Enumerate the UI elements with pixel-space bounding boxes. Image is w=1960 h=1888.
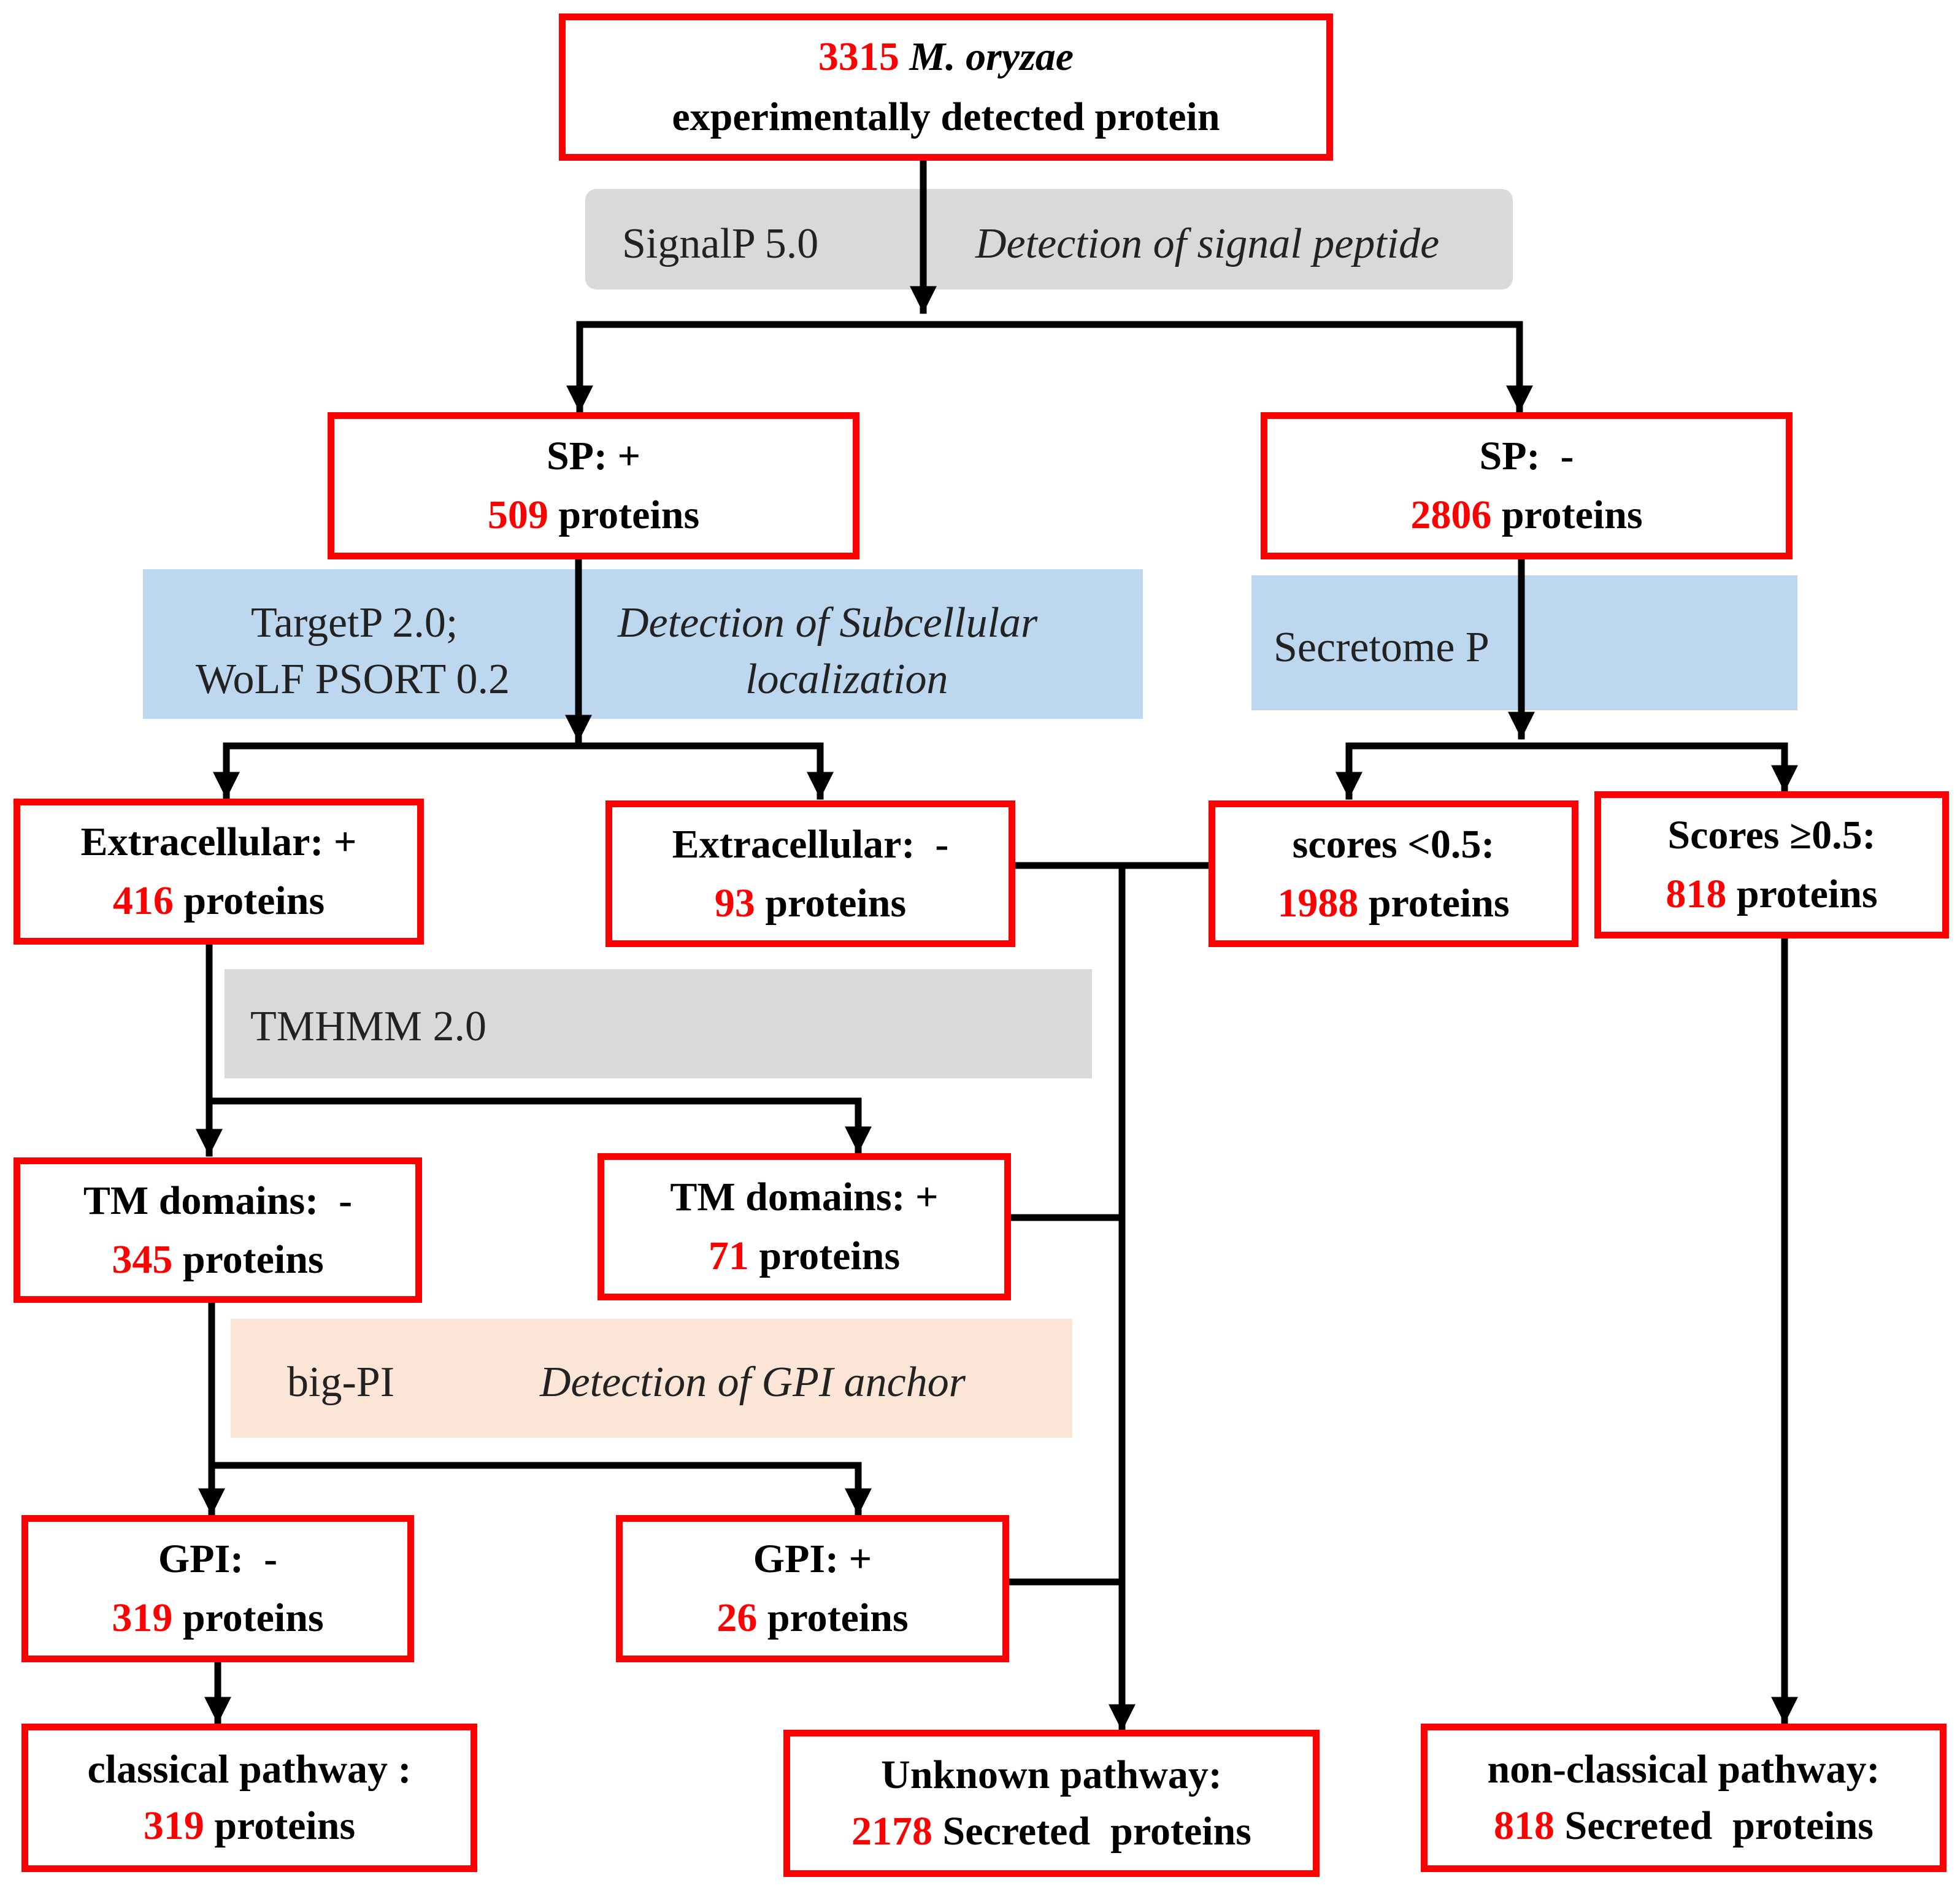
sp-positive-label: SP: + bbox=[546, 434, 641, 478]
targetp-tool-name-line1: TargetP 2.0; bbox=[251, 599, 458, 647]
unknown-pathway-box: Unknown pathway: 2178 Secreted proteins bbox=[783, 1730, 1320, 1877]
nonclassical-pathway-box: non-classical pathway: 818 Secreted prot… bbox=[1421, 1724, 1947, 1872]
tm-positive-label: TM domains: + bbox=[670, 1175, 939, 1219]
nonclassical-pathway-label: non-classical pathway: bbox=[1487, 1747, 1880, 1792]
gpi-negative-box: GPI: - 319 proteins bbox=[21, 1515, 414, 1662]
extracellular-negative-unit: proteins bbox=[765, 880, 907, 926]
bigpi-tool-description: Detection of GPI anchor bbox=[540, 1359, 966, 1406]
targetp-band: TargetP 2.0; WoLF PSORT 0.2 Detection of… bbox=[143, 569, 1143, 719]
sp-negative-box: SP: - 2806 proteins bbox=[1261, 412, 1793, 559]
signalp-band: SignalP 5.0 Detection of signal peptide bbox=[585, 189, 1513, 290]
bigpi-band: big-PI Detection of GPI anchor bbox=[231, 1319, 1072, 1438]
gpi-negative-label: GPI: - bbox=[158, 1537, 278, 1581]
targetp-tool-name-line2: WoLF PSORT 0.2 bbox=[196, 656, 510, 703]
extracellular-negative-count: 93 bbox=[714, 880, 755, 926]
extracellular-negative-box: Extracellular: - 93 proteins bbox=[605, 800, 1015, 947]
tm-negative-unit: proteins bbox=[182, 1237, 324, 1282]
classical-pathway-label: classical pathway : bbox=[87, 1747, 412, 1792]
tmhmm-band: TMHMM 2.0 bbox=[225, 969, 1092, 1078]
root-species: M. oryzae bbox=[909, 34, 1074, 79]
score-low-count: 1988 bbox=[1277, 880, 1359, 926]
tm-negative-count: 345 bbox=[112, 1237, 173, 1282]
classical-pathway-unit: proteins bbox=[214, 1803, 356, 1848]
gpi-positive-label: GPI: + bbox=[753, 1537, 872, 1581]
unknown-pathway-unit: Secreted proteins bbox=[942, 1809, 1251, 1854]
score-low-unit: proteins bbox=[1368, 880, 1510, 926]
sp-positive-unit: proteins bbox=[558, 493, 700, 537]
bigpi-tool-name: big-PI bbox=[287, 1359, 394, 1406]
extracellular-positive-unit: proteins bbox=[183, 878, 325, 923]
root-box: 3315 M. oryzae experimentally detected p… bbox=[559, 13, 1333, 161]
tm-positive-count: 71 bbox=[708, 1234, 749, 1278]
nonclassical-pathway-count: 818 bbox=[1494, 1803, 1555, 1848]
extracellular-positive-count: 416 bbox=[112, 878, 174, 923]
signalp-tool-name: SignalP 5.0 bbox=[622, 220, 819, 267]
score-high-label: Scores ≥0.5: bbox=[1667, 813, 1876, 858]
nonclassical-pathway-unit: Secreted proteins bbox=[1564, 1803, 1874, 1848]
score-high-box: Scores ≥0.5: 818 proteins bbox=[1594, 791, 1949, 938]
tm-negative-box: TM domains: - 345 proteins bbox=[13, 1157, 422, 1303]
tm-negative-label: TM domains: - bbox=[83, 1178, 353, 1223]
score-high-count: 818 bbox=[1666, 872, 1727, 916]
sp-negative-unit: proteins bbox=[1501, 493, 1643, 537]
signalp-tool-description: Detection of signal peptide bbox=[975, 220, 1440, 267]
gpi-positive-count: 26 bbox=[717, 1595, 758, 1640]
extracellular-positive-box: Extracellular: + 416 proteins bbox=[13, 799, 424, 945]
unknown-pathway-label: Unknown pathway: bbox=[881, 1752, 1222, 1797]
sp-negative-count: 2806 bbox=[1410, 493, 1492, 537]
sp-positive-box: SP: + 509 proteins bbox=[328, 412, 859, 559]
score-low-label: scores <0.5: bbox=[1292, 821, 1495, 867]
classical-pathway-box: classical pathway : 319 proteins bbox=[21, 1724, 477, 1872]
root-description: experimentally detected protein bbox=[672, 94, 1220, 139]
gpi-positive-unit: proteins bbox=[767, 1595, 909, 1640]
unknown-pathway-count: 2178 bbox=[851, 1809, 932, 1854]
gpi-negative-count: 319 bbox=[112, 1595, 173, 1640]
classical-pathway-count: 319 bbox=[143, 1803, 204, 1848]
extracellular-negative-label: Extracellular: - bbox=[672, 821, 949, 867]
targetp-tool-description-line2: localization bbox=[745, 656, 948, 703]
root-count: 3315 bbox=[818, 34, 899, 79]
tmhmm-tool-name: TMHMM 2.0 bbox=[250, 1003, 487, 1050]
gpi-negative-unit: proteins bbox=[182, 1595, 324, 1640]
secretome-tool-name: Secretome P bbox=[1274, 624, 1489, 671]
sp-positive-count: 509 bbox=[487, 493, 548, 537]
tm-positive-box: TM domains: + 71 proteins bbox=[598, 1153, 1011, 1300]
score-low-box: scores <0.5: 1988 proteins bbox=[1209, 800, 1578, 947]
targetp-tool-description-line1: Detection of Subcellular bbox=[618, 599, 1038, 647]
tm-positive-unit: proteins bbox=[759, 1234, 901, 1278]
extracellular-positive-label: Extracellular: + bbox=[80, 819, 357, 864]
sp-negative-label: SP: - bbox=[1479, 434, 1574, 478]
gpi-positive-box: GPI: + 26 proteins bbox=[616, 1515, 1009, 1662]
score-high-unit: proteins bbox=[1736, 872, 1878, 916]
